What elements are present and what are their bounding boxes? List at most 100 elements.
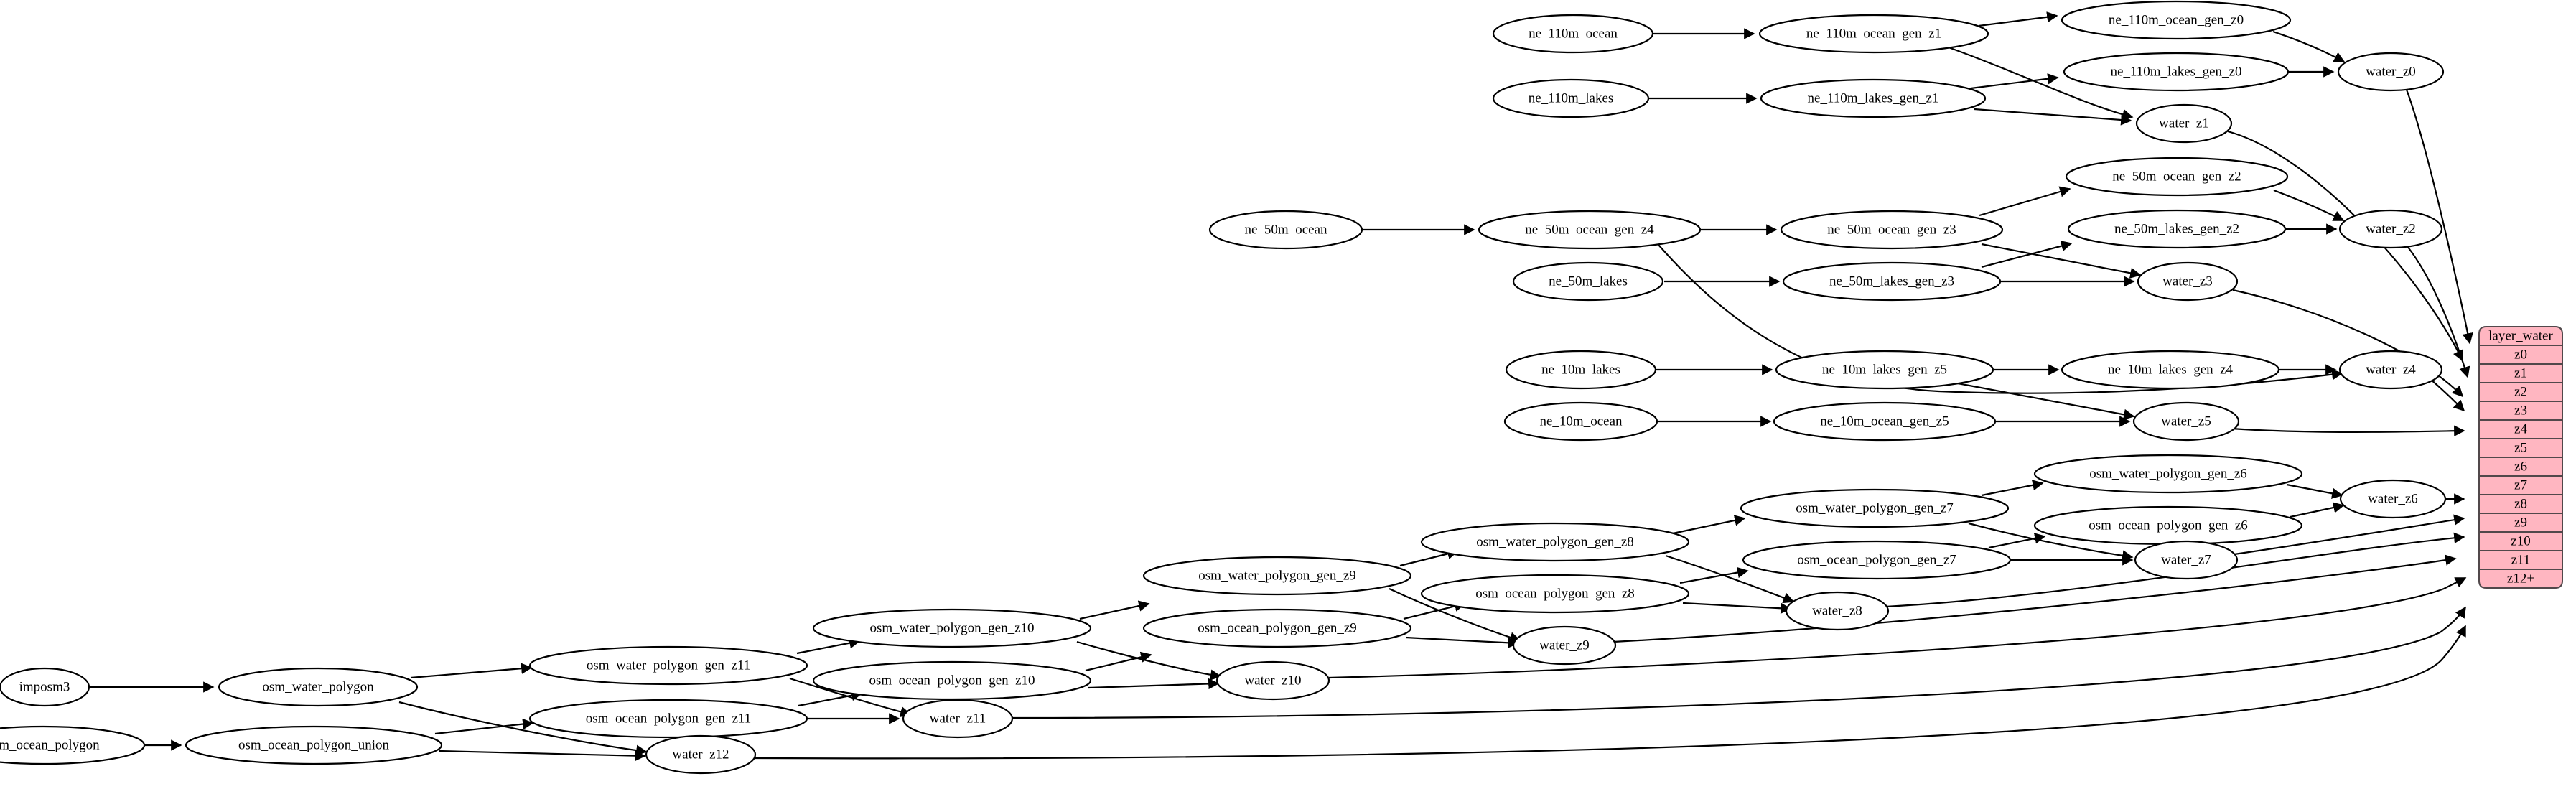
node-osm_ocean_polygon_gen_z9[interactable]: osm_ocean_polygon_gen_z9	[1142, 608, 1412, 648]
node-water_z11[interactable]: water_z11	[902, 699, 1014, 739]
edge-osm_water_polygon_gen_z8-to-osm_water_polygon_gen_z7	[1672, 515, 1746, 535]
node-osm_ocean_polygon_gen_z8[interactable]: osm_ocean_polygon_gen_z8	[1420, 574, 1690, 614]
node-osm_ocean_polygon_union[interactable]: osm_ocean_polygon_union	[185, 725, 443, 765]
node-shape	[1478, 210, 1702, 250]
node-ne_10m_lakes_gen_z5[interactable]: ne_10m_lakes_gen_z5	[1775, 350, 1994, 390]
table-row-label: z7	[2514, 477, 2527, 492]
edge-osm_ocean_polygon_gen_z10-to-water_z10	[1088, 678, 1220, 690]
node-osm_water_polygon_gen_z10[interactable]: osm_water_polygon_gen_z10	[812, 608, 1092, 648]
node-shape	[1785, 591, 1890, 631]
node-ne_50m_ocean_gen_z3[interactable]: ne_50m_ocean_gen_z3	[1780, 210, 2004, 250]
edge-osm_water_polygon_gen_z11-to-osm_water_polygon_gen_z10	[796, 638, 861, 655]
edge-water_z10-to-layer_water_z10	[1328, 577, 2467, 679]
node-shape	[1782, 261, 2002, 302]
node-shape	[2337, 52, 2445, 92]
node-ne_110m_lakes_gen_z0[interactable]: ne_110m_lakes_gen_z0	[2063, 52, 2290, 92]
node-label: osm_ocean_polygon_union	[238, 737, 390, 752]
node-ne_50m_lakes_gen_z3[interactable]: ne_50m_lakes_gen_z3	[1782, 261, 2002, 302]
node-ne_50m_ocean_gen_z4[interactable]: ne_50m_ocean_gen_z4	[1478, 210, 1702, 250]
layer-water-table: layer_waterz0z1z2z3z4z5z6z7z8z9z10z11z12…	[2478, 326, 2563, 589]
edge-ne_10m_lakes_gen_z5-to-water_z5	[1957, 382, 2135, 421]
node-water_z8[interactable]: water_z8	[1785, 591, 1890, 631]
node-shape	[2067, 209, 2287, 249]
node-osm_ocean_polygon_gen_z10[interactable]: osm_ocean_polygon_gen_z10	[812, 660, 1092, 701]
node-label: water_z10	[1244, 673, 1301, 688]
node-imposm3[interactable]: imposm3	[0, 667, 90, 707]
node-ne_10m_ocean[interactable]: ne_10m_ocean	[1503, 401, 1658, 442]
node-osm_water_polygon_gen_z6[interactable]: osm_water_polygon_gen_z6	[2033, 454, 2303, 494]
node-water_z1[interactable]: water_z1	[2135, 103, 2233, 144]
edge-osm_ocean_polygon_union-to-water_z12	[439, 750, 646, 762]
node-shape	[1208, 210, 1363, 250]
node-label: osm_water_polygon_gen_z9	[1198, 568, 1356, 583]
node-label: water_z9	[1539, 638, 1590, 653]
edge-osm_water_polygon_gen_z8-to-water_z8	[1665, 554, 1795, 604]
node-water_z5[interactable]: water_z5	[2132, 401, 2240, 442]
edge-osm_ocean_polygon_union-to-osm_ocean_polygon_gen_z11	[434, 718, 534, 735]
node-water_z7[interactable]: water_z7	[2134, 540, 2239, 580]
node-water_z12[interactable]: water_z12	[645, 734, 757, 775]
edge-osm_water_polygon-to-osm_water_polygon_gen_z11	[410, 663, 533, 679]
node-water_z3[interactable]: water_z3	[2137, 261, 2239, 302]
node-label: osm_water_polygon	[262, 679, 374, 694]
table-row-label: z12+	[2507, 571, 2534, 586]
edge-water_z12-to-layer_water_z12	[755, 625, 2466, 760]
node-osm_ocean_polygon_gen_z6[interactable]: osm_ocean_polygon_gen_z6	[2033, 505, 2303, 546]
edge-osm_water_polygon_gen_z10-to-water_z10	[1076, 640, 1222, 681]
node-ne_110m_ocean_gen_z1[interactable]: ne_110m_ocean_gen_z1	[1758, 14, 1989, 54]
edge-ne_50m_ocean_gen_z3-to-ne_50m_ocean_gen_z2	[1979, 186, 2071, 217]
node-water_z10[interactable]: water_z10	[1215, 660, 1330, 701]
node-shape	[1492, 78, 1650, 118]
table-row-z12+[interactable]	[2478, 569, 2563, 589]
node-label: osm_water_polygon_gen_z10	[869, 620, 1034, 635]
node-osm_water_polygon_gen_z11[interactable]: osm_water_polygon_gen_z11	[528, 645, 808, 686]
node-osm_ocean_polygon_gen_z7[interactable]: osm_ocean_polygon_gen_z7	[1742, 540, 2012, 580]
node-shape	[1758, 14, 1989, 54]
node-label: ne_110m_lakes_gen_z1	[1808, 90, 1939, 106]
edge-ne_50m_ocean_gen_z3-to-water_z3	[1981, 243, 2142, 279]
node-osm_water_polygon[interactable]: osm_water_polygon	[218, 667, 419, 707]
node-label: osm_ocean_polygon	[0, 737, 100, 752]
node-label: water_z0	[2366, 64, 2416, 79]
node-ne_50m_lakes_gen_z2[interactable]: ne_50m_lakes_gen_z2	[2067, 209, 2287, 249]
edge-ne_110m_lakes_gen_z1-to-ne_110m_lakes_gen_z0	[1970, 73, 2059, 90]
node-shape	[1215, 660, 1330, 701]
node-ne_50m_ocean_gen_z2[interactable]: ne_50m_ocean_gen_z2	[2065, 157, 2289, 197]
node-ne_10m_lakes[interactable]: ne_10m_lakes	[1505, 350, 1657, 390]
node-ne_110m_lakes_gen_z1[interactable]: ne_110m_lakes_gen_z1	[1760, 78, 1987, 118]
edge-osm_ocean_polygon_gen_z6-to-water_z6	[2290, 502, 2345, 518]
node-ne_10m_lakes_gen_z4[interactable]: ne_10m_lakes_gen_z4	[2061, 350, 2280, 390]
node-shape	[1740, 488, 2010, 528]
node-osm_ocean_polygon[interactable]: osm_ocean_polygon	[0, 725, 146, 765]
node-ne_110m_lakes[interactable]: ne_110m_lakes	[1492, 78, 1650, 118]
node-ne_110m_ocean_gen_z0[interactable]: ne_110m_ocean_gen_z0	[2061, 0, 2292, 40]
node-ne_10m_ocean_gen_z5[interactable]: ne_10m_ocean_gen_z5	[1773, 401, 1997, 442]
node-ne_50m_ocean[interactable]: ne_50m_ocean	[1208, 210, 1363, 250]
node-osm_ocean_polygon_gen_z11[interactable]: osm_ocean_polygon_gen_z11	[528, 699, 808, 739]
node-water_z6[interactable]: water_z6	[2339, 479, 2447, 519]
edge-osm_water_polygon_gen_z7-to-water_z7	[1968, 522, 2134, 561]
node-shape	[1512, 261, 1664, 302]
node-ne_50m_lakes[interactable]: ne_50m_lakes	[1512, 261, 1664, 302]
node-shape	[1760, 78, 1987, 118]
node-water_z2[interactable]: water_z2	[2338, 209, 2443, 249]
node-osm_water_polygon_gen_z9[interactable]: osm_water_polygon_gen_z9	[1142, 556, 1412, 596]
node-label: ne_10m_ocean_gen_z5	[1820, 414, 1949, 429]
table-row-label: z4	[2514, 421, 2527, 436]
node-shape	[2132, 401, 2240, 442]
node-label: ne_50m_ocean	[1244, 222, 1327, 237]
node-water_z0[interactable]: water_z0	[2337, 52, 2445, 92]
node-shape	[1742, 540, 2012, 580]
node-ne_110m_ocean[interactable]: ne_110m_ocean	[1492, 14, 1654, 54]
table-row-label: z0	[2514, 347, 2527, 362]
node-water_z9[interactable]: water_z9	[1512, 625, 1617, 666]
node-label: water_z3	[2162, 274, 2213, 289]
node-osm_water_polygon_gen_z7[interactable]: osm_water_polygon_gen_z7	[1740, 488, 2010, 528]
node-shape	[645, 734, 757, 775]
node-osm_water_polygon_gen_z8[interactable]: osm_water_polygon_gen_z8	[1420, 522, 1690, 562]
node-water_z4[interactable]: water_z4	[2338, 350, 2443, 390]
edges-layer	[89, 11, 2473, 762]
table-row-label: z8	[2514, 496, 2527, 511]
